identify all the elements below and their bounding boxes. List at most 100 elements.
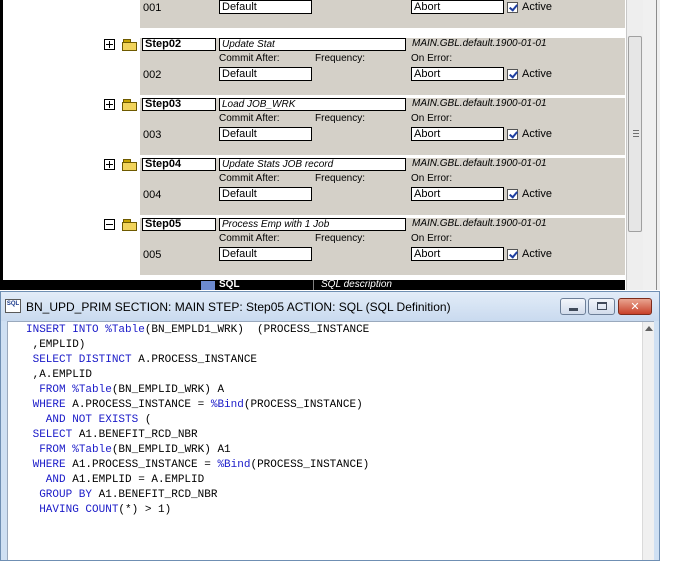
- step-description[interactable]: Load JOB_WRK: [219, 98, 406, 111]
- window-edge: [643, 0, 660, 290]
- sql-code[interactable]: INSERT INTO %Table(BN_EMPLD1_WRK) (PROCE…: [26, 323, 369, 518]
- editor-scrollbar[interactable]: [642, 322, 654, 560]
- step-market: MAIN.GBL.default.1900-01-01: [412, 98, 547, 109]
- commit-after-field[interactable]: Default: [219, 0, 312, 14]
- step-block-01: Commit After: Frequency: On Error: 001 D…: [3, 0, 625, 28]
- sql-token: (BN_EMPLID_WRK) A: [111, 384, 225, 396]
- sql-keyword: WHERE: [26, 459, 73, 471]
- sql-keyword: AND NOT EXISTS: [26, 414, 145, 426]
- step-sequence: 004: [143, 189, 162, 201]
- sql-action-icon: [201, 281, 215, 290]
- sql-token: A1.BENEFIT_RCD_NBR: [78, 429, 198, 441]
- sql-token: A1.EMPLID = A.EMPLID: [72, 474, 205, 486]
- sql-line: WHERE A.PROCESS_INSTANCE = %Bind(PROCESS…: [26, 399, 363, 411]
- commit-after-field[interactable]: Default: [219, 127, 312, 141]
- step-description[interactable]: Update Stat: [219, 38, 406, 51]
- active-label: Active: [522, 248, 552, 260]
- step-name[interactable]: Step04: [142, 158, 216, 171]
- step-definition-pane: Commit After: Frequency: On Error: 001 D…: [0, 0, 660, 290]
- active-label: Active: [522, 188, 552, 200]
- step-market: MAIN.GBL.default.1900-01-01: [412, 218, 547, 229]
- frequency-field[interactable]: [315, 247, 407, 261]
- on-error-label: On Error:: [411, 233, 453, 244]
- sql-line: SELECT DISTINCT A.PROCESS_INSTANCE: [26, 354, 257, 366]
- vertical-scrollbar[interactable]: [626, 0, 643, 290]
- sql-token: (*) > 1): [118, 504, 172, 516]
- sql-keyword: %Bind: [217, 459, 251, 471]
- collapse-icon[interactable]: [104, 219, 115, 230]
- step-sequence: 003: [143, 129, 162, 141]
- frequency-field[interactable]: [315, 187, 407, 201]
- pane-border: [0, 0, 3, 290]
- step-name[interactable]: Step03: [142, 98, 216, 111]
- sql-line: ,EMPLID): [26, 339, 86, 351]
- step-sequence: 002: [143, 69, 162, 81]
- sql-line: WHERE A1.PROCESS_INSTANCE = %Bind(PROCES…: [26, 459, 370, 471]
- sql-editor[interactable]: INSERT INTO %Table(BN_EMPLD1_WRK) (PROCE…: [7, 321, 654, 560]
- commit-after-label: Commit After:: [219, 113, 280, 124]
- sql-keyword: FROM: [26, 444, 73, 456]
- on-error-label: On Error:: [411, 173, 453, 184]
- expand-icon[interactable]: [104, 39, 115, 50]
- on-error-label: On Error:: [411, 53, 453, 64]
- restore-icon: [597, 302, 607, 310]
- step-description[interactable]: Update Stats JOB record: [219, 158, 406, 171]
- frequency-label: Frequency:: [315, 173, 366, 184]
- scrollbar-thumb[interactable]: [628, 36, 642, 232]
- step-sequence: 005: [143, 249, 162, 261]
- sql-keyword: HAVING COUNT: [26, 504, 119, 516]
- sql-token: A1.BENEFIT_RCD_NBR: [98, 489, 218, 501]
- active-checkbox[interactable]: [507, 69, 518, 80]
- frequency-label: Frequency:: [315, 53, 366, 64]
- on-error-field[interactable]: Abort: [411, 187, 504, 201]
- sql-line: FROM %Table(BN_EMPLID_WRK) A: [26, 384, 224, 396]
- sql-token: (: [144, 414, 152, 426]
- on-error-field[interactable]: Abort: [411, 127, 504, 141]
- sql-token: ,EMPLID): [26, 339, 86, 351]
- sql-line: AND A1.EMPLID = A.EMPLID: [26, 474, 204, 486]
- active-checkbox[interactable]: [507, 2, 518, 13]
- scroll-up-icon[interactable]: [645, 326, 653, 331]
- sql-line: HAVING COUNT(*) > 1): [26, 504, 171, 516]
- step-market: MAIN.GBL.default.1900-01-01: [412, 158, 547, 169]
- sql-keyword: AND: [26, 474, 73, 486]
- restore-button[interactable]: [588, 298, 615, 315]
- commit-after-field[interactable]: Default: [219, 187, 312, 201]
- step-block-02: Step02 Update Stat MAIN.GBL.default.1900…: [3, 38, 625, 95]
- active-label: Active: [522, 128, 552, 140]
- commit-after-field[interactable]: Default: [219, 247, 312, 261]
- step-description[interactable]: Process Emp with 1 Job: [219, 218, 406, 231]
- frequency-field[interactable]: [315, 67, 407, 81]
- active-checkbox[interactable]: [507, 189, 518, 200]
- active-checkbox[interactable]: [507, 129, 518, 140]
- frequency-field[interactable]: [315, 0, 407, 14]
- sql-line: FROM %Table(BN_EMPLID_WRK) A1: [26, 444, 230, 456]
- background-edge: [660, 0, 685, 561]
- sql-action-row[interactable]: SQL SQL description: [3, 280, 625, 290]
- sql-token: ,A.EMPLID: [26, 369, 93, 381]
- sql-keyword: %Bind: [210, 399, 244, 411]
- sql-keyword: GROUP BY: [26, 489, 99, 501]
- minimize-button[interactable]: [560, 298, 586, 315]
- frequency-label: Frequency:: [315, 113, 366, 124]
- sql-line: GROUP BY A1.BENEFIT_RCD_NBR: [26, 489, 217, 501]
- step-name[interactable]: Step05: [142, 218, 216, 231]
- active-checkbox[interactable]: [507, 249, 518, 260]
- frequency-field[interactable]: [315, 127, 407, 141]
- sql-keyword: WHERE: [26, 399, 73, 411]
- on-error-field[interactable]: Abort: [411, 67, 504, 81]
- sql-keyword: INSERT INTO: [26, 324, 106, 336]
- sql-keyword: SELECT: [26, 429, 79, 441]
- on-error-field[interactable]: Abort: [411, 247, 504, 261]
- expand-icon[interactable]: [104, 159, 115, 170]
- step-block-05: Step05 Process Emp with 1 Job MAIN.GBL.d…: [3, 218, 625, 275]
- on-error-label: On Error:: [411, 113, 453, 124]
- window-titlebar[interactable]: SQL BN_UPD_PRIM SECTION: MAIN STEP: Step…: [1, 292, 659, 321]
- commit-after-field[interactable]: Default: [219, 67, 312, 81]
- sql-line: SELECT A1.BENEFIT_RCD_NBR: [26, 429, 198, 441]
- close-button[interactable]: ✕: [618, 298, 652, 315]
- step-name[interactable]: Step02: [142, 38, 216, 51]
- on-error-field[interactable]: Abort: [411, 0, 504, 14]
- expand-icon[interactable]: [104, 99, 115, 110]
- sql-keyword: %Table: [72, 384, 112, 396]
